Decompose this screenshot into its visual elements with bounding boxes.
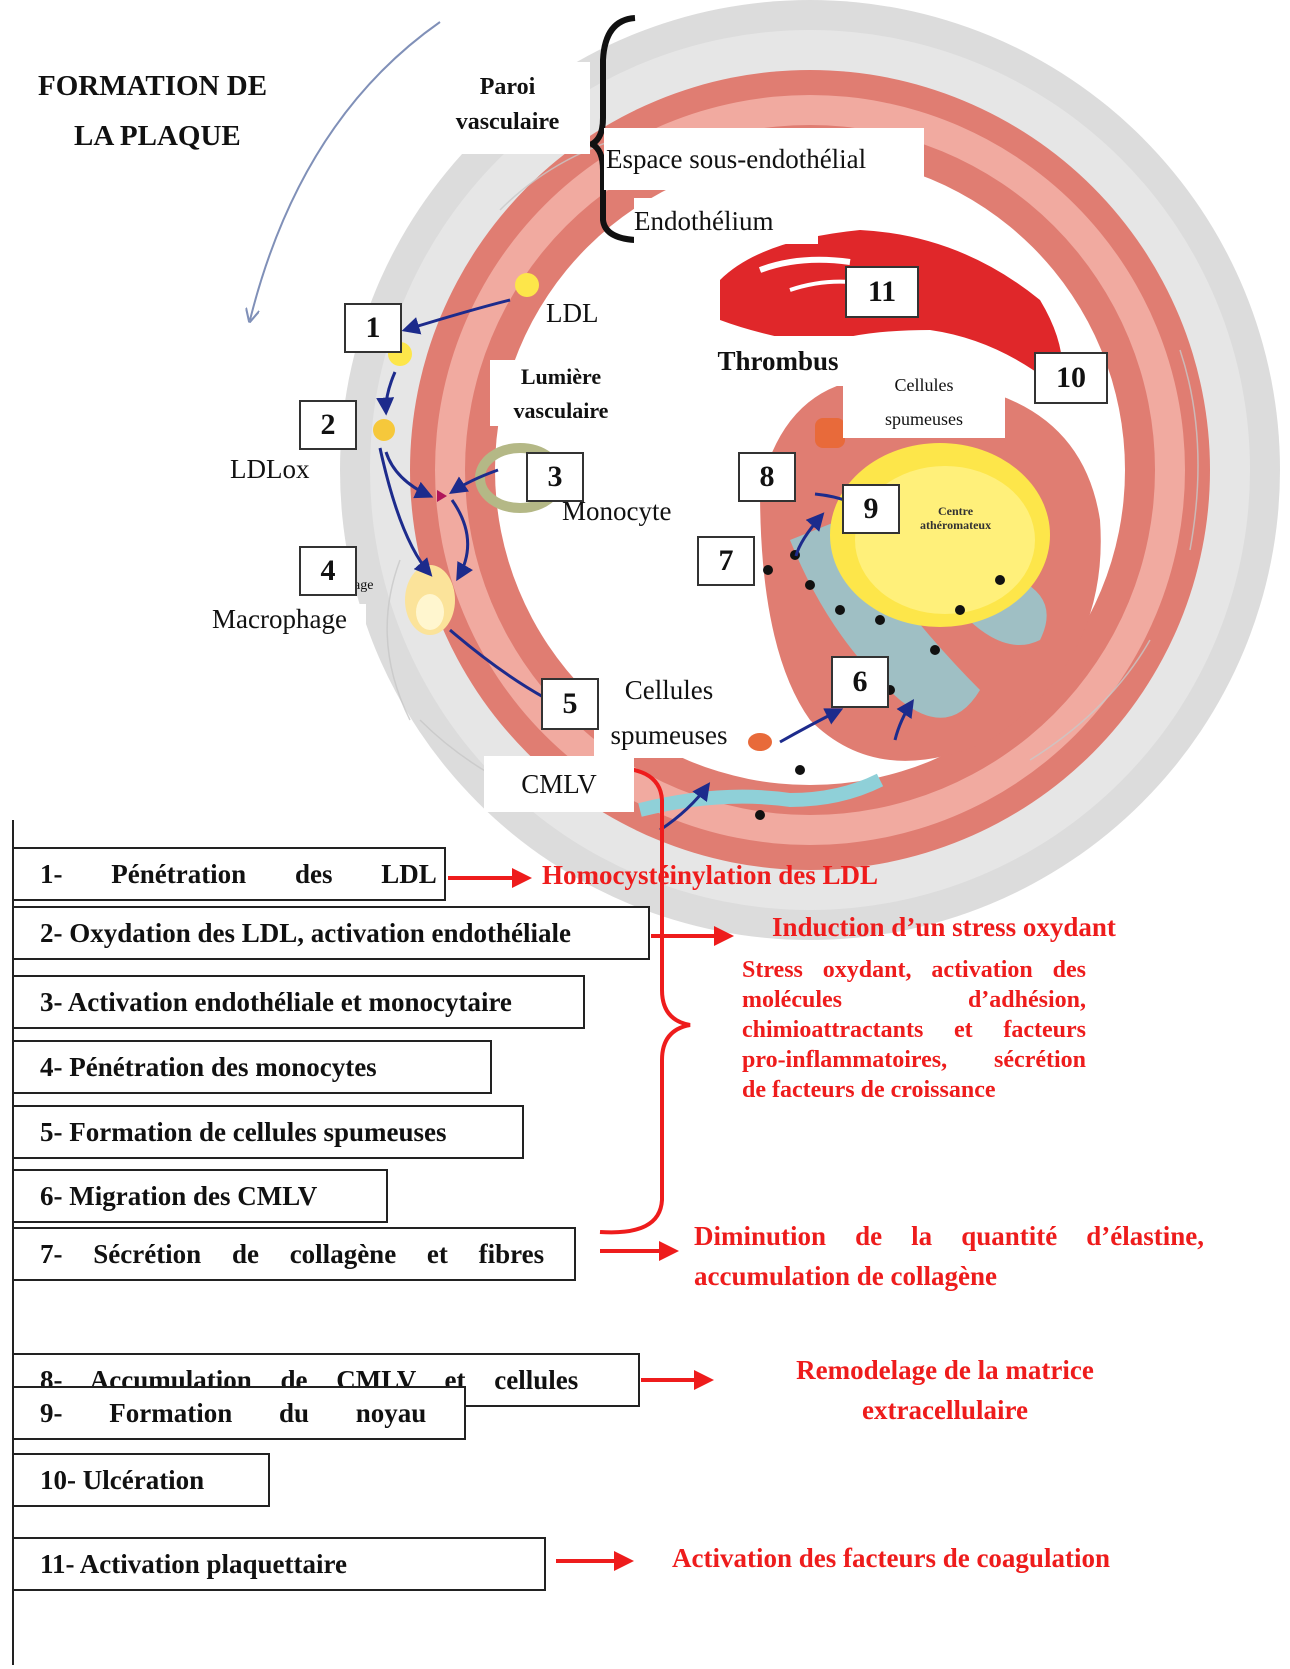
number-9: 9 bbox=[842, 484, 900, 534]
ldlox-label: LDLox bbox=[230, 454, 310, 485]
smc-streaks bbox=[790, 520, 980, 718]
step-2: 2- Oxydation des LDL, activation endothé… bbox=[12, 906, 650, 960]
ldl-label: LDL bbox=[546, 298, 599, 329]
number-10: 10 bbox=[1034, 352, 1108, 404]
wall-brace bbox=[585, 15, 636, 243]
espace-label: Espace sous-endothélial bbox=[604, 128, 924, 190]
effect-stress-oxydant: Induction d’un stress oxydant bbox=[772, 912, 1116, 942]
step-5: 5- Formation de cellules spumeuses bbox=[12, 1105, 524, 1159]
step-4: 4- Pénétration des monocytes bbox=[12, 1040, 492, 1094]
number-11: 11 bbox=[845, 266, 919, 318]
diagram-title-line2: LA PLAQUE bbox=[74, 120, 241, 153]
step-9: 9- Formation du noyau bbox=[12, 1386, 466, 1440]
effect-elastine: Diminution de la quantité d’élastine, ac… bbox=[694, 1221, 1204, 1291]
number-8: 8 bbox=[738, 452, 796, 502]
macrophage-label: Macrophage bbox=[212, 604, 366, 635]
number-3: 3 bbox=[526, 452, 584, 502]
step-7: 7- Sécrétion de collagène et fibres bbox=[12, 1227, 576, 1281]
step-10: 10- Ulcération bbox=[12, 1453, 270, 1507]
endothelium-label: Endothélium bbox=[634, 198, 818, 244]
step-6: 6- Migration des CMLV bbox=[12, 1169, 388, 1223]
number-5: 5 bbox=[541, 678, 599, 730]
diagram-title-line1: FORMATION DE bbox=[38, 70, 268, 103]
thrombus-label: Thrombus bbox=[690, 336, 866, 386]
effect-homocysteinylation: Homocystéinylation des LDL bbox=[542, 860, 879, 890]
steps-brace bbox=[599, 765, 691, 1235]
effect-coagulation: Activation des facteurs de coagulation bbox=[672, 1543, 1110, 1573]
effect-activation-molecules: Stress oxydant, activation des molécules… bbox=[742, 957, 1086, 1103]
number-2: 2 bbox=[299, 400, 357, 450]
number-4: 4 bbox=[299, 546, 357, 596]
number-6: 6 bbox=[831, 656, 889, 708]
effect-remodelage: Remodelage de la matrice extracellulaire bbox=[796, 1355, 1094, 1425]
number-7: 7 bbox=[697, 536, 755, 586]
number-1: 1 bbox=[344, 303, 402, 353]
step-1: 1- Pénétration des LDL bbox=[12, 847, 446, 901]
step-11: 11- Activation plaquettaire bbox=[12, 1537, 546, 1591]
ldl-particle bbox=[515, 273, 539, 297]
cmlv-label: CMLV bbox=[484, 756, 634, 812]
step-3: 3- Activation endothéliale et monocytair… bbox=[12, 975, 585, 1029]
formation-curved-arrow bbox=[250, 21, 441, 320]
